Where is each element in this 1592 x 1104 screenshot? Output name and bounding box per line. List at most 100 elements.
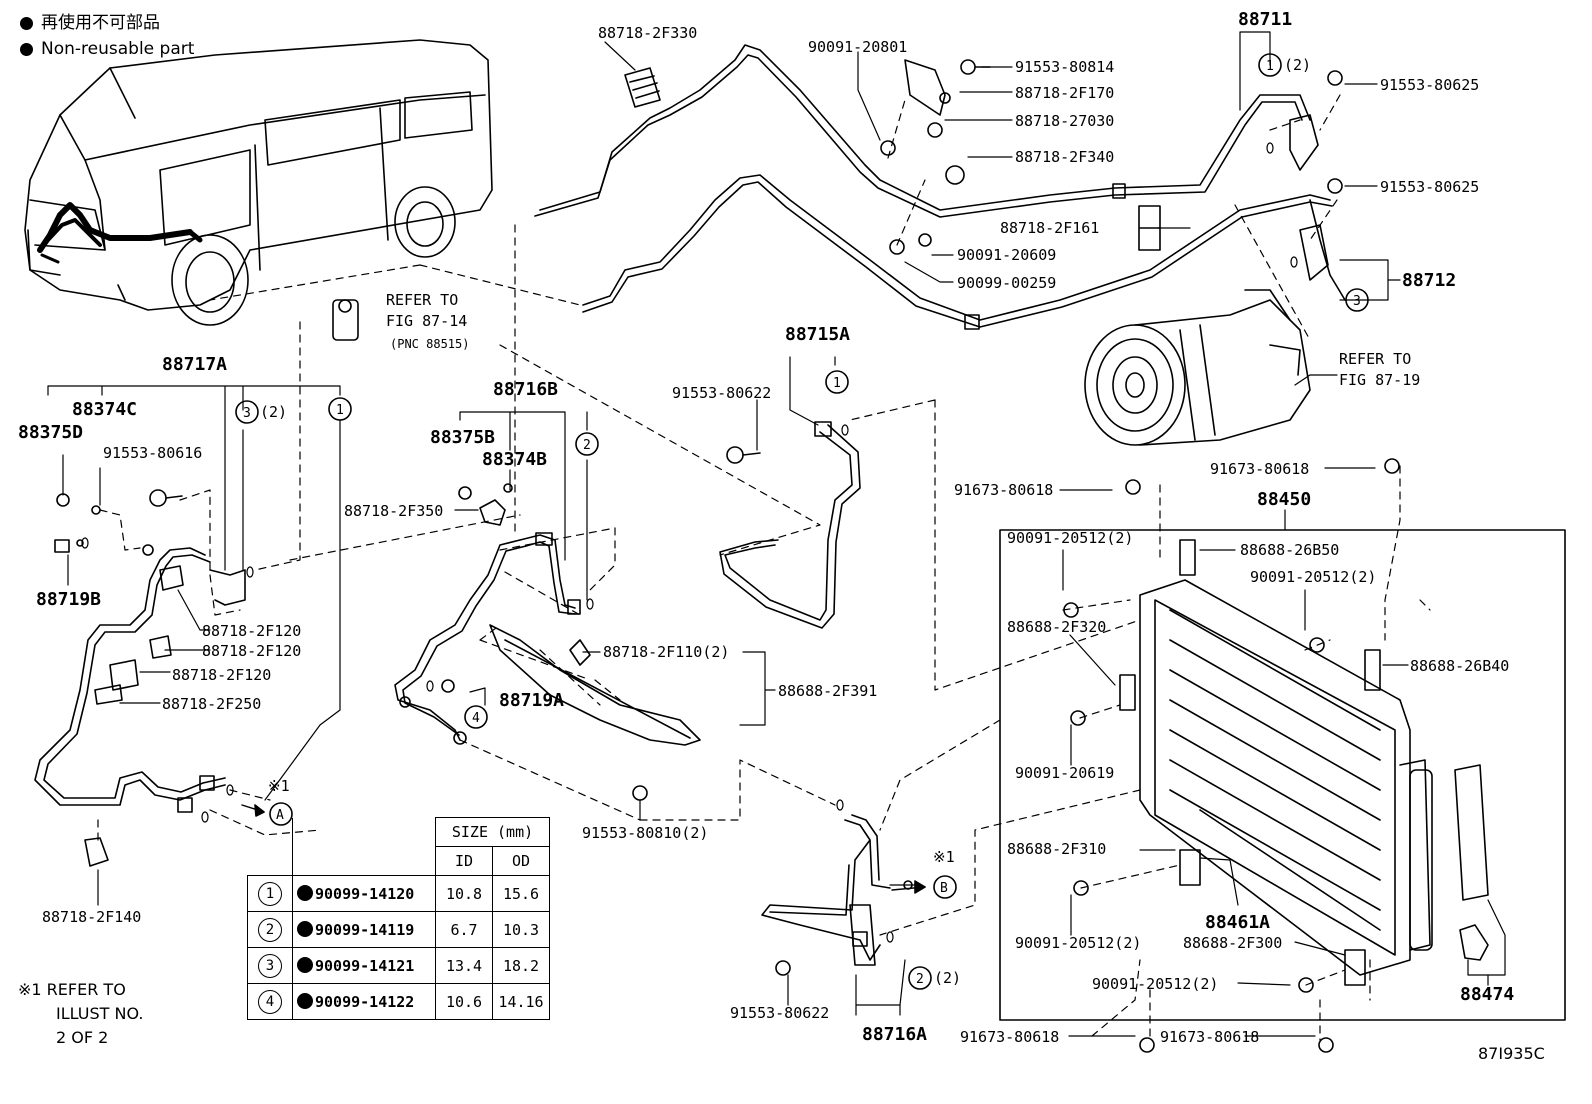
label-88375B: 88375B bbox=[430, 427, 495, 448]
pipe-88711 bbox=[534, 44, 1311, 218]
bullet-icon bbox=[20, 42, 33, 56]
label-90091-20512-c: 90091-20512(2) bbox=[1015, 934, 1141, 952]
outer-diameter: 14.16 bbox=[492, 983, 550, 1020]
label-90091-20512-d: 90091-20512(2) bbox=[1092, 975, 1218, 993]
label-refer-to-b: REFER TO bbox=[1339, 350, 1411, 368]
bracket-88688-2F391 bbox=[489, 624, 701, 801]
ring-number: 4 bbox=[258, 989, 282, 1014]
table-header-size: SIZE (mm) bbox=[435, 817, 550, 847]
label-88688-26B50: 88688-26B50 bbox=[1240, 541, 1339, 559]
pipe-88712 bbox=[582, 174, 1346, 330]
part-number: 90099-14122 bbox=[315, 992, 415, 1011]
label-91553-80622-a: 91553-80622 bbox=[672, 384, 771, 402]
label-88474: 88474 bbox=[1460, 984, 1514, 1005]
outer-diameter: 15.6 bbox=[492, 875, 550, 912]
label-91553-80616: 91553-80616 bbox=[103, 444, 202, 462]
part-number: 90099-14120 bbox=[315, 884, 415, 903]
bullet-icon bbox=[20, 16, 33, 30]
pipe-88716A bbox=[761, 814, 913, 976]
label-88718-2F120-c: 88718-2F120 bbox=[172, 666, 271, 684]
label-fig-87-14: FIG 87-14 bbox=[386, 312, 467, 330]
label-91553-80622-b: 91553-80622 bbox=[730, 1004, 829, 1022]
label-88715A: 88715A bbox=[785, 324, 850, 345]
label-91553-80625-a: 91553-80625 bbox=[1380, 76, 1479, 94]
label-88718-2F161: 88718-2F161 bbox=[1000, 219, 1099, 237]
label-91673-80618-a: 91673-80618 bbox=[954, 481, 1053, 499]
label-88688-2F300: 88688-2F300 bbox=[1183, 934, 1282, 952]
label-90091-20512-a: 90091-20512(2) bbox=[1007, 529, 1133, 547]
bracket-88718-2F170 bbox=[904, 59, 965, 185]
legend: 再使用不可部品 Non-reusable part bbox=[20, 10, 194, 62]
callout-circles bbox=[235, 53, 1369, 990]
ring-2-88716A: 2 bbox=[916, 972, 924, 987]
ring-1-88715A: 1 bbox=[833, 376, 841, 391]
label-88718-2F250: 88718-2F250 bbox=[162, 695, 261, 713]
label-88718-2F330: 88718-2F330 bbox=[598, 24, 697, 42]
label-qty-2-88716A: (2) bbox=[934, 969, 961, 987]
label-88450: 88450 bbox=[1257, 489, 1311, 510]
inner-diameter: 10.6 bbox=[435, 983, 493, 1020]
label-88461A: 88461A bbox=[1205, 912, 1270, 933]
label-88719A: 88719A bbox=[499, 690, 564, 711]
figure-id: 87I935C bbox=[1478, 1044, 1545, 1063]
ring-number: 2 bbox=[258, 917, 282, 942]
label-88374B: 88374B bbox=[482, 449, 547, 470]
legend-en-text: Non-reusable part bbox=[41, 39, 195, 59]
ring-number: 3 bbox=[258, 953, 282, 978]
label-88718-2F120-b: 88718-2F120 bbox=[202, 642, 301, 660]
label-qty-2-top: (2) bbox=[1284, 56, 1311, 74]
footnote: ※1 REFER TO ILLUST NO. 2 OF 2 bbox=[18, 978, 143, 1050]
o-ring-size-table: SIZE (mm) ID OD 1 90099-14120 10.8 15.6 … bbox=[247, 817, 550, 1020]
legend-jp-text: 再使用不可部品 bbox=[41, 13, 160, 33]
label-90091-20619: 90091-20619 bbox=[1015, 764, 1114, 782]
label-88712: 88712 bbox=[1402, 270, 1456, 291]
label-91673-80618-b: 91673-80618 bbox=[1210, 460, 1309, 478]
label-88716A: 88716A bbox=[862, 1024, 927, 1045]
label-91553-80810: 91553-80810(2) bbox=[582, 824, 708, 842]
footnote-line: 2 OF 2 bbox=[56, 1028, 109, 1047]
label-88718-2F140: 88718-2F140 bbox=[42, 908, 141, 926]
label-91553-80814: 91553-80814 bbox=[1015, 58, 1114, 76]
fitting-88712 bbox=[1289, 114, 1329, 281]
legend-row-jp: 再使用不可部品 bbox=[20, 10, 194, 36]
label-88718-2F350: 88718-2F350 bbox=[344, 502, 443, 520]
label-88375D: 88375D bbox=[18, 422, 83, 443]
table-header-id: ID bbox=[435, 846, 493, 876]
label-88718-2F340: 88718-2F340 bbox=[1015, 148, 1114, 166]
label-90091-20801: 90091-20801 bbox=[808, 38, 907, 56]
o-rings bbox=[81, 142, 1298, 943]
inner-diameter: 10.8 bbox=[435, 875, 493, 912]
non-reusable-icon bbox=[297, 884, 313, 901]
parts-88374C-88375D bbox=[54, 489, 183, 556]
van-illustration bbox=[24, 39, 493, 326]
part-number: 90099-14119 bbox=[315, 920, 415, 939]
label-88719B: 88719B bbox=[36, 589, 101, 610]
label-88717A: 88717A bbox=[162, 354, 227, 375]
label-91673-80618-c: 91673-80618 bbox=[960, 1028, 1059, 1046]
non-reusable-icon bbox=[297, 992, 313, 1009]
label-88688-2F310: 88688-2F310 bbox=[1007, 840, 1106, 858]
inner-diameter: 13.4 bbox=[435, 947, 493, 984]
arrow-to-A bbox=[241, 804, 265, 817]
pipe-88715A bbox=[719, 421, 861, 629]
non-reusable-icon bbox=[297, 920, 313, 937]
inner-diameter: 6.7 bbox=[435, 911, 493, 948]
ring-A: A bbox=[276, 808, 284, 823]
dashed-guides bbox=[97, 94, 1431, 1041]
footnote-line: ※1 REFER TO bbox=[18, 980, 126, 999]
label-88374C: 88374C bbox=[72, 399, 137, 420]
ring-3-88712: 3 bbox=[1353, 294, 1361, 309]
label-90091-20512-b: 90091-20512(2) bbox=[1250, 568, 1376, 586]
label-91553-80625-b: 91553-80625 bbox=[1380, 178, 1479, 196]
ring-4: 4 bbox=[472, 711, 480, 726]
condenser-88450 bbox=[999, 458, 1566, 1053]
table-row: 1 90099-14120 10.8 15.6 bbox=[247, 875, 550, 912]
outer-diameter: 18.2 bbox=[492, 947, 550, 984]
label-88718-2F120-a: 88718-2F120 bbox=[202, 622, 301, 640]
legend-row-en: Non-reusable part bbox=[20, 36, 194, 62]
label-88688-2F391: 88688-2F391 bbox=[778, 682, 877, 700]
label-91673-80618-d: 91673-80618 bbox=[1160, 1028, 1259, 1046]
label-88716B: 88716B bbox=[493, 379, 558, 400]
